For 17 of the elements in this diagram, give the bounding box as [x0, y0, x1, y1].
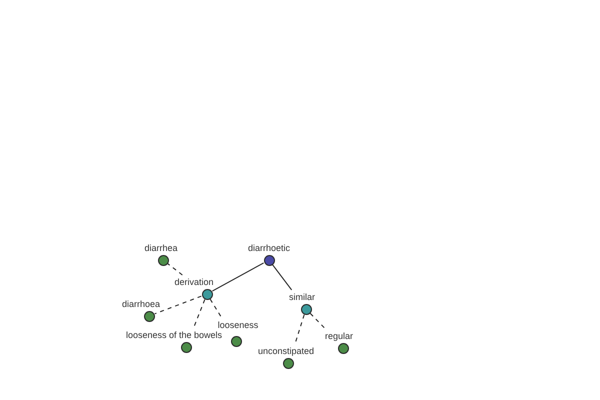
dashed-connector-line: [310, 312, 326, 330]
dashed-connector-line: [154, 296, 202, 314]
node-label: unconstipated: [258, 346, 314, 356]
connector-line: [212, 262, 264, 292]
node-label: diarrhoea: [122, 298, 160, 308]
node-label: derivation: [174, 276, 214, 286]
dashed-connector-line: [193, 299, 206, 328]
dashed-connector-line: [210, 298, 222, 318]
node-label: similar: [289, 292, 315, 302]
dashed-connector-line: [294, 314, 305, 344]
node-label: diarrhoetic: [248, 242, 290, 252]
dashed-connector-line: [167, 263, 183, 276]
node-label: looseness of the bowels: [126, 330, 222, 340]
node-label: diarrhea: [144, 242, 178, 252]
node-label: looseness: [218, 320, 258, 330]
connector-line: [272, 264, 292, 290]
node-label: regular: [324, 330, 353, 340]
